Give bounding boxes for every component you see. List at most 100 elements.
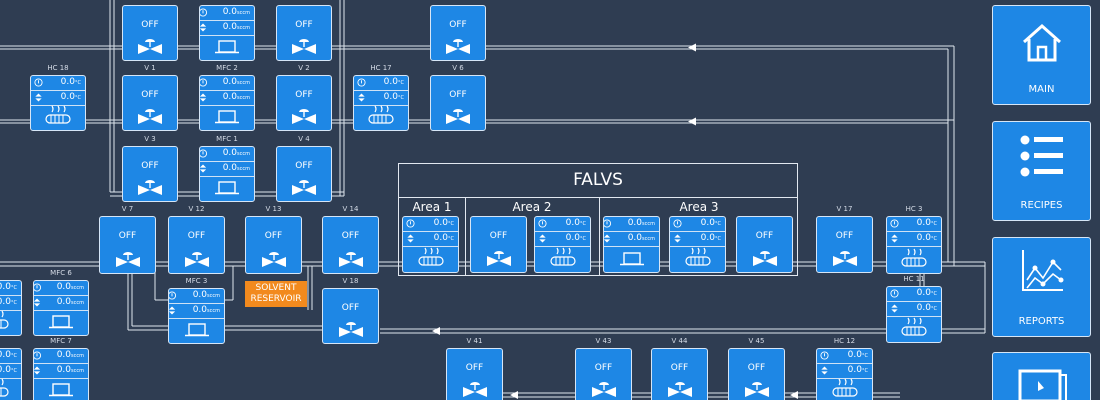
area-1-label: Area 1 [412, 200, 452, 214]
unit-label: V 27 [276, 0, 332, 2]
up-down-arrows-icon [200, 93, 207, 102]
temp-value: 0.0 [565, 218, 580, 228]
flow-value: 0.0 [627, 218, 643, 228]
state-text: OFF [141, 161, 159, 171]
setpoint-value: 0.0 [56, 297, 72, 307]
unit-label: V 14 [342, 205, 359, 213]
unit-label: MFC 4 [199, 0, 255, 2]
falvs-panel: FALVS Area 1 Area 2 Area 3 [398, 163, 798, 276]
temp-unit: °C [715, 221, 721, 227]
valve-v28[interactable]: V 28 OFF [430, 0, 486, 61]
temp-value: 0.0 [433, 218, 448, 228]
valve-icon [832, 251, 857, 266]
unit-label: HC 17 [370, 64, 392, 72]
state-text: OFF [295, 90, 313, 100]
flow-unit: sccm [237, 25, 250, 31]
unit-label: HC 18 [47, 64, 69, 72]
valve-unit-18[interactable]: OFF [470, 216, 527, 273]
thermometer-icon [890, 289, 899, 298]
temp-unit: °C [75, 95, 81, 101]
unit-label: V 28 [430, 0, 486, 2]
temp-value: 0.0 [916, 218, 931, 228]
state-text: OFF [835, 231, 854, 241]
up-down-arrows-icon [358, 93, 365, 102]
unit-label: V 18 [342, 277, 359, 285]
flow-controller-icon [49, 315, 73, 329]
monitor-nav-button[interactable] [992, 352, 1091, 400]
temp-unit: °C [862, 368, 868, 374]
state-text: OFF [295, 161, 313, 171]
home-icon [1022, 23, 1061, 62]
unit-label: HC 12 [833, 337, 856, 345]
up-down-arrows-icon [674, 234, 681, 243]
thermometer-icon [673, 219, 682, 228]
unit-label: V 45 [748, 337, 765, 345]
valve-icon [138, 39, 162, 54]
thermometer-icon [34, 351, 42, 360]
flow-unit: sccm [237, 166, 250, 172]
setpoint-value: 0.0 [0, 365, 11, 375]
state-text: OFF [341, 303, 360, 313]
valve-v26[interactable]: V 26OFF [122, 0, 178, 61]
flow-unit: sccm [237, 95, 250, 101]
valve-icon [486, 251, 511, 266]
temp-value: 0.0 [383, 77, 398, 87]
reports-nav-button[interactable]: REPORTS [992, 237, 1091, 337]
valve-unit-22[interactable]: OFF [736, 216, 793, 273]
heater-icon [901, 248, 927, 267]
monitor-icon [1018, 369, 1067, 400]
heater-controller-unit-35[interactable]: 0.0°C0.0°C [0, 280, 22, 336]
valve-icon [338, 322, 363, 337]
valve-v18[interactable]: V 18 OFF [322, 277, 379, 344]
valve-v27[interactable]: V 27OFF [276, 0, 332, 61]
temp-unit: °C [931, 221, 937, 227]
setpoint-value: 0.0 [192, 305, 208, 315]
main-nav-button[interactable]: MAIN [992, 5, 1091, 105]
valve-icon [667, 382, 692, 397]
setpoint-value: 0.0 [60, 92, 75, 102]
state-text: OFF [594, 363, 613, 373]
heater-icon [368, 105, 394, 124]
recipes-nav-button[interactable]: RECIPES [992, 121, 1091, 221]
heater-controller-unit-36[interactable]: 0.0°C0.0°C [0, 348, 22, 400]
flow-controller-icon [184, 323, 209, 337]
flow-unit: sccm [642, 236, 655, 242]
flow-value: 0.0 [192, 290, 208, 300]
state-text: OFF [449, 20, 467, 30]
solvent-reservoir[interactable]: SOLVENT RESERVOIR [245, 281, 307, 307]
setpoint-value: 0.0 [383, 92, 398, 102]
up-down-arrows-icon [539, 234, 546, 243]
flow-controller-icon [215, 181, 239, 195]
setpoint-value: 0.0 [222, 92, 238, 102]
